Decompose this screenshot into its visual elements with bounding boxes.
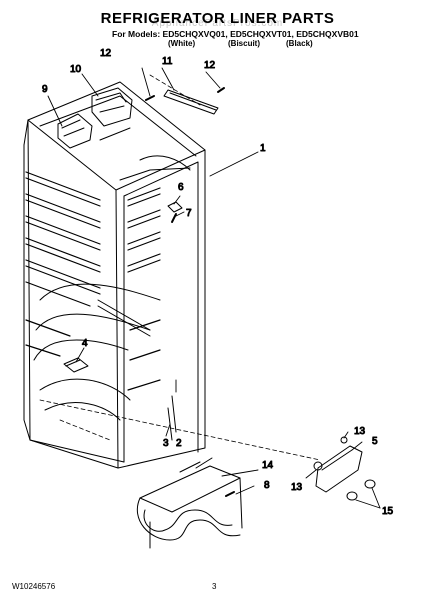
top-duct-detail: [99, 127, 191, 181]
callout-12-right: 12: [204, 60, 216, 71]
part-13-sockets: [313, 436, 348, 471]
part-8-screw: [225, 491, 235, 497]
part-10-housing: [91, 87, 133, 127]
callout-6: 6: [178, 182, 184, 193]
callout-3: 3: [163, 438, 169, 449]
part-15-bulbs: [346, 479, 376, 501]
models-list: ED5CHQXVQ01, ED5CHQXVT01, ED5CHQXVB01: [162, 29, 359, 39]
variant-black: (Black): [286, 39, 313, 48]
left-shelf-rails: [25, 171, 101, 357]
callout-8: 8: [264, 480, 270, 491]
callout-9: 9: [42, 84, 48, 95]
callout-15: 15: [382, 506, 394, 517]
callout-13-upper: 13: [354, 426, 366, 437]
part-12-screws: [145, 87, 225, 101]
models-prefix: For Models:: [112, 29, 161, 39]
part-9-bracket: [57, 113, 93, 149]
part-2-3-drain: [167, 395, 177, 441]
leader-dashes: [39, 74, 321, 461]
page-title: REFRIGERATOR LINER PARTS: [100, 10, 335, 27]
part-7-screw: [171, 213, 177, 223]
part-5-light-housing: [315, 445, 363, 493]
liner-body: [23, 81, 206, 469]
doc-number: W10246576: [12, 582, 56, 591]
variant-biscuit: (Biscuit): [228, 39, 260, 48]
callout-1: 1: [260, 143, 266, 154]
callout-4: 4: [82, 338, 88, 349]
watermark-text: AppliancePartsPros.com: [151, 18, 284, 29]
callout-12-left: 12: [100, 48, 112, 59]
callout-13-lower: 13: [291, 482, 303, 493]
right-shelf-rails: [127, 187, 161, 391]
callout-7: 7: [186, 208, 192, 219]
models-line: For Models: ED5CHQXVQ01, ED5CHQXVT01, ED…: [112, 29, 359, 39]
part-11-strip: [163, 89, 219, 115]
page-number: 3: [212, 582, 217, 591]
callout-11: 11: [162, 56, 173, 67]
liner-floor-contours: [33, 283, 161, 421]
callout-leaders: [47, 67, 381, 509]
part-4-insert: [63, 357, 89, 373]
part-6-clip: [167, 201, 183, 213]
callout-2: 2: [176, 438, 182, 449]
variant-white: (White): [168, 39, 196, 48]
callout-14: 14: [262, 460, 274, 471]
callout-10: 10: [70, 64, 82, 75]
callout-5: 5: [372, 436, 378, 447]
part-14-coil: [136, 457, 243, 549]
